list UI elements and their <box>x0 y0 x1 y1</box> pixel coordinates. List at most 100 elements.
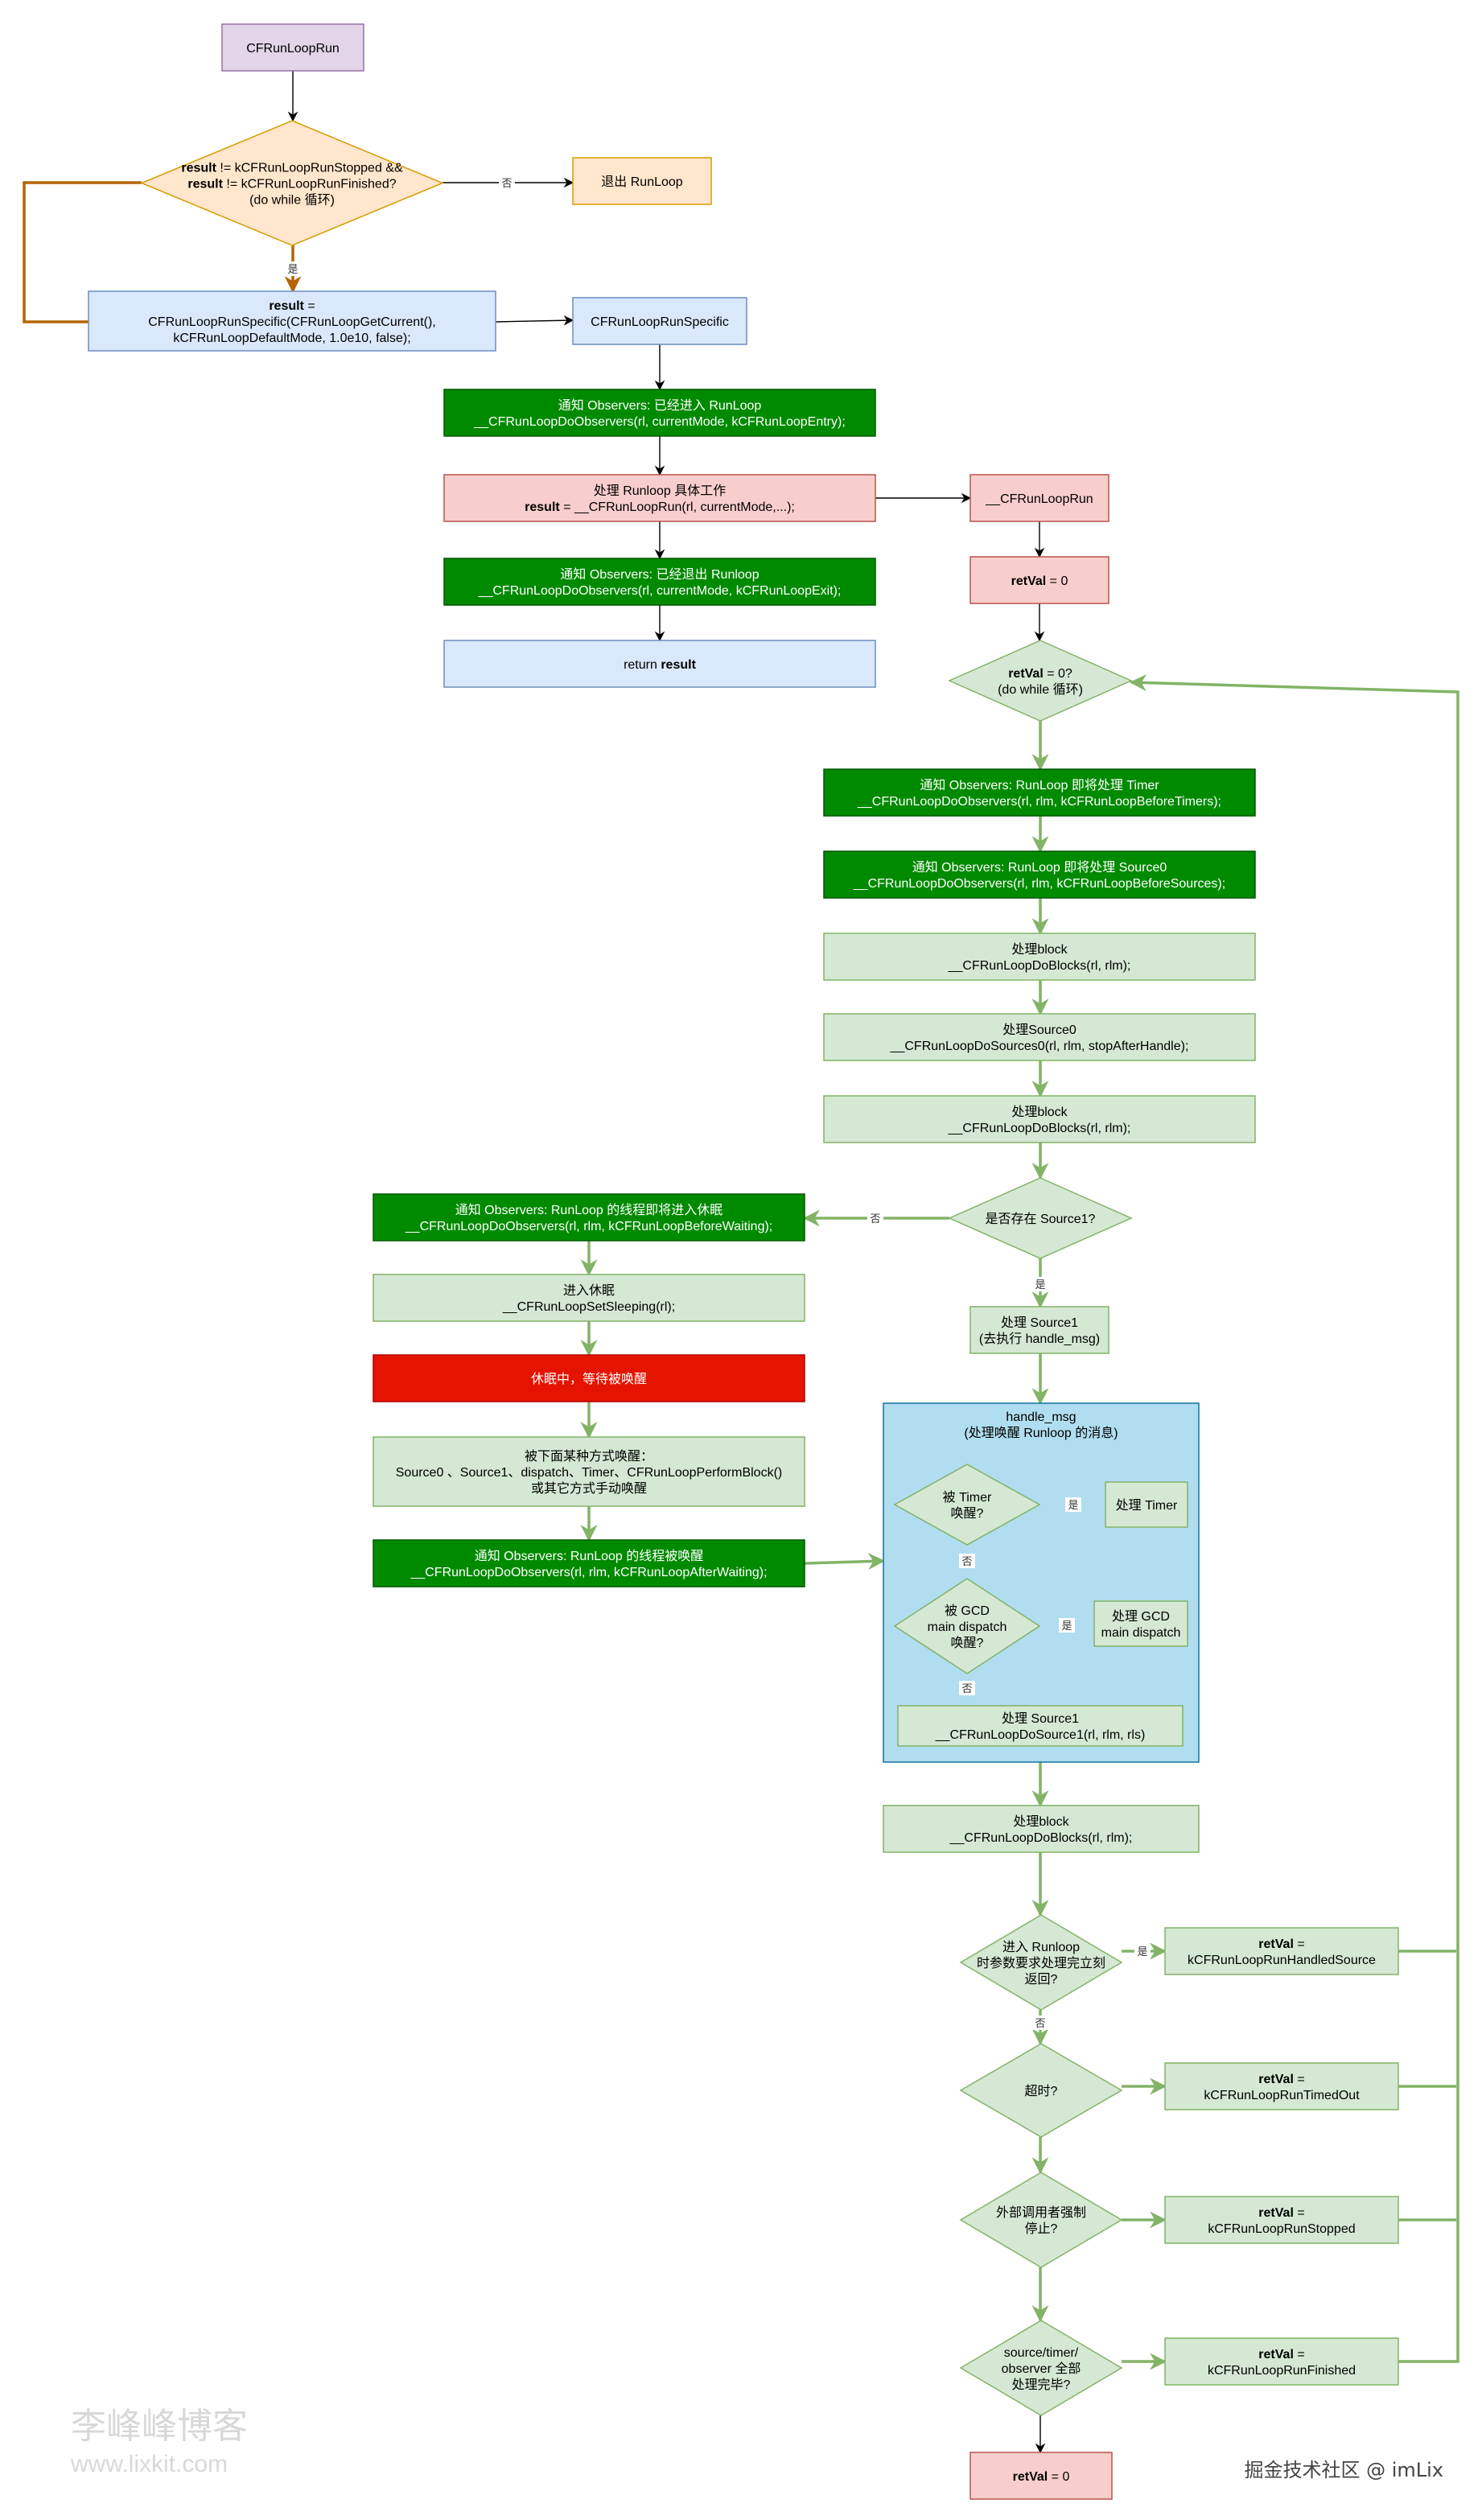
handled-check-label: 进入 Runloop <box>1002 1940 1080 1954</box>
notify-after-waiting-label: 通知 Observers: RunLoop 的线程被唤醒 <box>475 1549 704 1563</box>
finished-check-label: source/timer/ <box>1004 2346 1079 2360</box>
notify-exit-label: 通知 Observers: 已经退出 Runloop <box>560 567 759 582</box>
retval-final-label-part: retVal <box>1013 2470 1048 2484</box>
handled-to-timeout-label-bg <box>1032 2016 1048 2030</box>
handle-msg-group-label: (处理唤醒 Runloop 的消息) <box>964 1426 1118 1440</box>
result-loop-node: result != kCFRunLoopRunStopped &&result … <box>140 120 444 246</box>
cfrunlooprun-internal-shape <box>969 474 1109 522</box>
retval-init-label: retVal = 0 <box>1011 574 1068 588</box>
process-gcd-label: main dispatch <box>1101 1626 1181 1640</box>
wakeup-ways-shape <box>373 1436 805 1507</box>
timer-to-gcd-label: 否 <box>961 1555 972 1567</box>
do-sources0-shape <box>823 1013 1256 1061</box>
cfrunloopspecific-label: CFRunLoopRunSpecific <box>591 315 729 329</box>
stopped-check-shape <box>959 2172 1123 2268</box>
sleeping-node: 休眠中，等待被唤醒 <box>373 1354 805 1402</box>
retval-final-node: retVal = 0 <box>969 2452 1113 2500</box>
result-loop-to-assign-label-bg <box>285 261 301 276</box>
retval-finished-label: retVal = <box>1258 2348 1304 2361</box>
retval-timedout-label: kCFRunLoopRunTimedOut <box>1204 2089 1360 2102</box>
source1-check-node: 是否存在 Source1? <box>948 1177 1133 1259</box>
notify-before-timers-node: 通知 Observers: RunLoop 即将处理 Timer__CFRunL… <box>823 768 1256 817</box>
process-timer-shape <box>1105 1481 1188 1528</box>
notify-after-waiting-shape <box>373 1539 805 1587</box>
retval-finished-label-part: = <box>1294 2348 1305 2361</box>
source1check-to-waiting-label: 否 <box>870 1213 880 1225</box>
gcd-check-label: 唤醒? <box>951 1636 984 1650</box>
do-blocks-2-node: 处理block__CFRunLoopDoBlocks(rl, rlm); <box>823 1095 1256 1143</box>
retval-finished-label: kCFRunLoopRunFinished <box>1208 2364 1356 2378</box>
retval-stopped-node: retVal =kCFRunLoopRunStopped <box>1164 2196 1399 2244</box>
set-sleeping-label: __CFRunLoopSetSleeping(rl); <box>502 1300 675 1314</box>
return-result-label: return result <box>624 658 696 672</box>
retval-handled-shape <box>1164 1927 1399 1975</box>
gcd-to-process-label: 是 <box>1061 1620 1072 1632</box>
do-source1-node: 处理 Source1__CFRunLoopDoSource1(rl, rlm, … <box>897 1705 1184 1747</box>
process-source1-exec-shape <box>969 1306 1109 1354</box>
do-blocks-2-shape <box>823 1095 1256 1143</box>
source1check-to-exec-label: 是 <box>1035 1279 1045 1291</box>
retval-check-label: (do while 循环) <box>998 682 1083 697</box>
process-runloop-label: 处理 Runloop 具体工作 <box>594 484 727 498</box>
cfrunlooprun-node: CFRunLoopRun <box>221 23 364 72</box>
timer-to-process-label-bg <box>1065 1497 1081 1512</box>
retval-stopped-label: retVal = <box>1258 2206 1304 2220</box>
process-source1-exec-label: 处理 Source1 <box>1001 1316 1078 1330</box>
process-gcd-shape <box>1093 1600 1188 1647</box>
exit-runloop-label: 退出 RunLoop <box>601 175 682 189</box>
result-loop-to-exit-label-bg <box>499 175 515 190</box>
finished-check-label: 处理完毕? <box>1012 2378 1071 2392</box>
timer-check-label: 唤醒? <box>951 1506 984 1521</box>
exit-runloop-shape <box>572 157 712 205</box>
result-loop-label-part: result <box>181 162 216 175</box>
retval-init-shape <box>969 556 1109 604</box>
notify-after-waiting-node: 通知 Observers: RunLoop 的线程被唤醒__CFRunLoopD… <box>373 1539 805 1587</box>
finished-check-label: observer 全部 <box>1002 2361 1081 2376</box>
gcd-to-source1-label: 否 <box>961 1682 972 1694</box>
retval-handled-label-part: = <box>1294 1937 1305 1951</box>
do-blocks-1-label: 处理block <box>1011 942 1068 957</box>
gcd-check-label: 被 GCD <box>945 1604 990 1618</box>
wakeup-ways-label: Source0 、Source1、dispatch、Timer、CFRunLoo… <box>396 1466 782 1480</box>
timer-check-label: 被 Timer <box>943 1490 992 1505</box>
after-to-group-edge <box>804 1553 886 1571</box>
wakeup-ways-node: 被下面某种方式唤醒： Source0 、Source1、dispatch、Time… <box>373 1436 805 1507</box>
return-result-label-part: result <box>661 658 696 672</box>
handled-to-retval-label-bg <box>1134 1944 1151 1958</box>
set-sleeping-node: 进入休眠__CFRunLoopSetSleeping(rl); <box>373 1274 805 1322</box>
watermark-brand: 李峰峰博客 <box>71 2406 248 2447</box>
cfrunlooprun-shape <box>221 23 364 72</box>
notify-before-timers-label: 通知 Observers: RunLoop 即将处理 Timer <box>920 778 1159 793</box>
result-loop-shape <box>140 120 444 246</box>
notify-before-sources-node: 通知 Observers: RunLoop 即将处理 Source0__CFRu… <box>823 850 1256 899</box>
retval-final-label: retVal = 0 <box>1013 2470 1070 2484</box>
retval-init-label-part: = 0 <box>1046 574 1068 588</box>
wakeup-ways-label: 被下面某种方式唤醒： <box>525 1449 653 1464</box>
retval-timedout-shape <box>1164 2062 1399 2110</box>
retval-finished-back-edge <box>1129 674 1459 2363</box>
timer-check-shape <box>893 1464 1041 1546</box>
retval-stopped-label-part: retVal <box>1258 2206 1294 2220</box>
process-timer-node: 处理 Timer <box>1105 1481 1188 1528</box>
result-loop-to-assign-label: 是 <box>287 263 298 275</box>
do-blocks-3-node: 处理block__CFRunLoopDoBlocks(rl, rlm); <box>883 1805 1200 1853</box>
notify-before-waiting-label: 通知 Observers: RunLoop 的线程即将进入休眠 <box>455 1203 723 1217</box>
notify-entry-shape <box>443 389 876 437</box>
handled-check-label: 返回? <box>1025 1972 1058 1987</box>
cfrunlooprun-internal-label: __CFRunLoopRun <box>985 492 1093 506</box>
timeout-check-node: 超时? <box>959 2043 1123 2138</box>
retval-check-node: retVal = 0?(do while 循环) <box>948 640 1133 722</box>
result-assign-label: result = <box>269 299 315 313</box>
assign-to-specific-edge <box>495 315 574 326</box>
sleeping-shape <box>373 1354 805 1402</box>
source1check-to-waiting-label-bg <box>867 1211 883 1225</box>
process-runloop-label-part: = __CFRunLoopRun(rl, currentMode,...); <box>560 500 795 514</box>
result-assign-label: kCFRunLoopDefaultMode, 1.0e10, false); <box>173 331 410 345</box>
retval-handled-node: retVal =kCFRunLoopRunHandledSource <box>1164 1927 1399 1975</box>
retval-init-label-part: retVal <box>1011 574 1047 588</box>
timer-to-gcd-label-bg <box>959 1554 975 1568</box>
